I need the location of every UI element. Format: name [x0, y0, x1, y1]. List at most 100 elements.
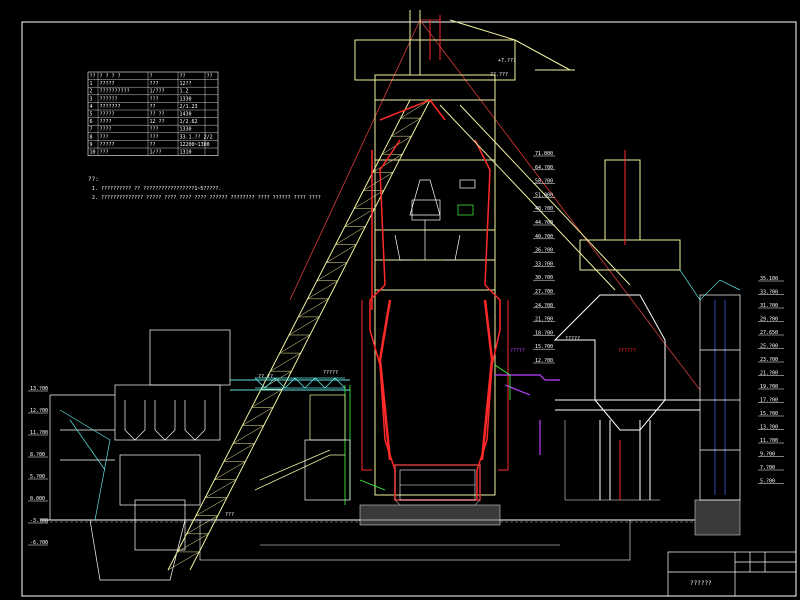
bridge-truss — [167, 99, 431, 571]
elevation-label: 64.?00 — [535, 165, 553, 171]
elevation-label: 44.?00 — [535, 220, 553, 226]
elevation-label: 35.100 — [760, 276, 778, 282]
truss-diagonal — [186, 515, 218, 535]
hearth — [394, 469, 481, 506]
elevation-label: -3.?00 — [30, 518, 48, 524]
table-cell: 2 — [90, 89, 93, 95]
table-cell: ???? — [100, 127, 112, 133]
table-cell: ?????????? — [100, 89, 130, 95]
table-cell: 9 — [90, 142, 93, 148]
table-cell: ??????? — [100, 104, 121, 110]
table-header-cell: ?? — [207, 74, 213, 80]
notes-line-2: 2. ?????????????? ????? ???? ???? ???? ?… — [92, 195, 321, 201]
table-cell: ?? ?? — [150, 112, 165, 118]
charging-equipment — [394, 179, 476, 261]
elevation-label: 25.?00 — [760, 344, 778, 350]
misc-label-3: ????? — [510, 348, 525, 354]
elevation-label: 7.?00 — [760, 465, 775, 471]
table-cell: ??? — [150, 96, 159, 102]
truss-diagonal — [363, 172, 394, 191]
misc-label-2: +7.??? — [498, 58, 516, 64]
notes-line-1: 1. ?????????? ?? ?????????????????1~5???… — [92, 186, 221, 192]
table-header-cell: ? ? ? ? — [100, 74, 121, 80]
elevation-label: 36.?00 — [535, 248, 553, 254]
elevation-label: 33.?00 — [535, 261, 553, 267]
cast-house — [254, 394, 351, 501]
elevation-label: 23.?00 — [760, 357, 778, 363]
table-cell: 1310 — [180, 150, 192, 156]
table-header-cell: ?? — [180, 74, 186, 80]
table-cell: ????? — [100, 112, 115, 118]
notes-heading: ??: — [88, 176, 99, 183]
elevation-label: 31.?00 — [760, 303, 778, 309]
table-cell: 1.2 — [180, 89, 189, 95]
elevation-label: 15.?00 — [535, 344, 553, 350]
elevation-label: 8.?00 — [30, 452, 45, 458]
truss-diagonal — [400, 99, 431, 119]
table-cell: ????? — [100, 81, 115, 87]
elevation-label: 11.?00 — [30, 430, 48, 436]
table-cell: 1/?? — [150, 150, 162, 156]
truss-diagonal — [195, 497, 228, 516]
table-header-cell: ? — [150, 74, 153, 80]
title-block — [667, 551, 797, 597]
truss-diagonal — [223, 443, 255, 462]
table-cell: 1330 — [180, 127, 192, 133]
dust-catcher — [439, 104, 700, 501]
component-table: ??? ? ? ??????1????????12??2??????????1/… — [87, 71, 219, 156]
elevation-label: 15.?00 — [760, 411, 778, 417]
truss-diagonal — [316, 262, 348, 281]
furnace-tower — [354, 10, 575, 496]
elevation-label: 19.?00 — [760, 384, 778, 390]
misc-label-8: ??? — [225, 512, 234, 518]
table-cell: 6 — [90, 119, 93, 125]
elevation-label: 13.?00 — [760, 425, 778, 431]
elevation-label: 24.?00 — [535, 303, 553, 309]
elevation-label: 51.000 — [535, 192, 553, 198]
elevation-label: 48.?00 — [535, 206, 553, 212]
elevation-label: 18.?00 — [535, 330, 553, 336]
misc-label-1: ??.??? — [490, 72, 508, 78]
furnace-shell — [361, 15, 509, 501]
foundation — [40, 499, 741, 561]
table-cell: 2/1.23 — [180, 104, 198, 110]
elevation-label: -6.?00 — [30, 540, 48, 546]
elevation-label: 0.000 — [30, 496, 45, 502]
table-cell: 4 — [90, 104, 93, 110]
truss-diagonal — [344, 208, 375, 227]
elevation-label: 40.?00 — [535, 234, 553, 240]
table-cell: 7 — [90, 127, 93, 133]
elevation-labels-left: 13.?0012.?0011.?008.?005.?000.000-3.?00-… — [28, 386, 48, 546]
truss-diagonal — [372, 154, 403, 173]
elevation-labels-right: 35.10033.?0031.?0029.?0027.65025.?0023.?… — [758, 276, 784, 485]
elevation-label: 5.?00 — [760, 479, 775, 485]
table-header-cell: ?? — [90, 74, 96, 80]
table-cell: 1 — [90, 81, 93, 87]
elevation-label: 27.650 — [760, 330, 778, 336]
misc-label-5: ????? — [565, 336, 580, 342]
truss-diagonal — [335, 226, 366, 245]
truss-diagonal — [307, 280, 338, 300]
truss-diagonal — [205, 479, 237, 498]
truss-diagonal — [260, 370, 292, 390]
truss-diagonal — [391, 117, 421, 137]
table-cell: 12 ?? — [150, 119, 165, 125]
table-cell: 1/2.62 — [180, 119, 198, 125]
table-cell: 1330 — [180, 96, 192, 102]
table-cell: ?? — [150, 104, 156, 110]
table-cell: ???? — [100, 119, 112, 125]
table-cell: ??? — [100, 150, 109, 156]
table-cell: 12?? — [180, 81, 192, 87]
title-block-label: ?????? — [690, 580, 712, 587]
truss-diagonal — [167, 551, 200, 571]
hot-blast-main — [495, 374, 560, 455]
elevation-label: 12.?00 — [535, 358, 553, 364]
elevation-label: 13.?00 — [30, 386, 48, 392]
truss-diagonal — [251, 389, 283, 408]
table-cell: 3 — [90, 96, 93, 102]
elevation-label: 21.?00 — [760, 371, 778, 377]
table-cell: ?????? — [100, 96, 118, 102]
truss-diagonal — [354, 190, 384, 209]
truss-diagonal — [279, 334, 311, 354]
table-cell: ??? — [150, 134, 159, 140]
